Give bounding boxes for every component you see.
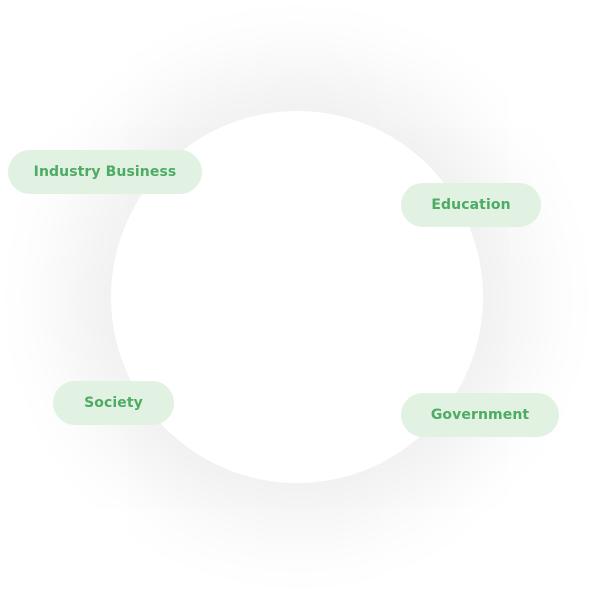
node-education[interactable]: Education xyxy=(401,183,541,227)
node-society[interactable]: Society xyxy=(53,381,174,425)
node-industry-business[interactable]: Industry Business xyxy=(8,150,202,194)
node-government[interactable]: Government xyxy=(401,393,559,437)
